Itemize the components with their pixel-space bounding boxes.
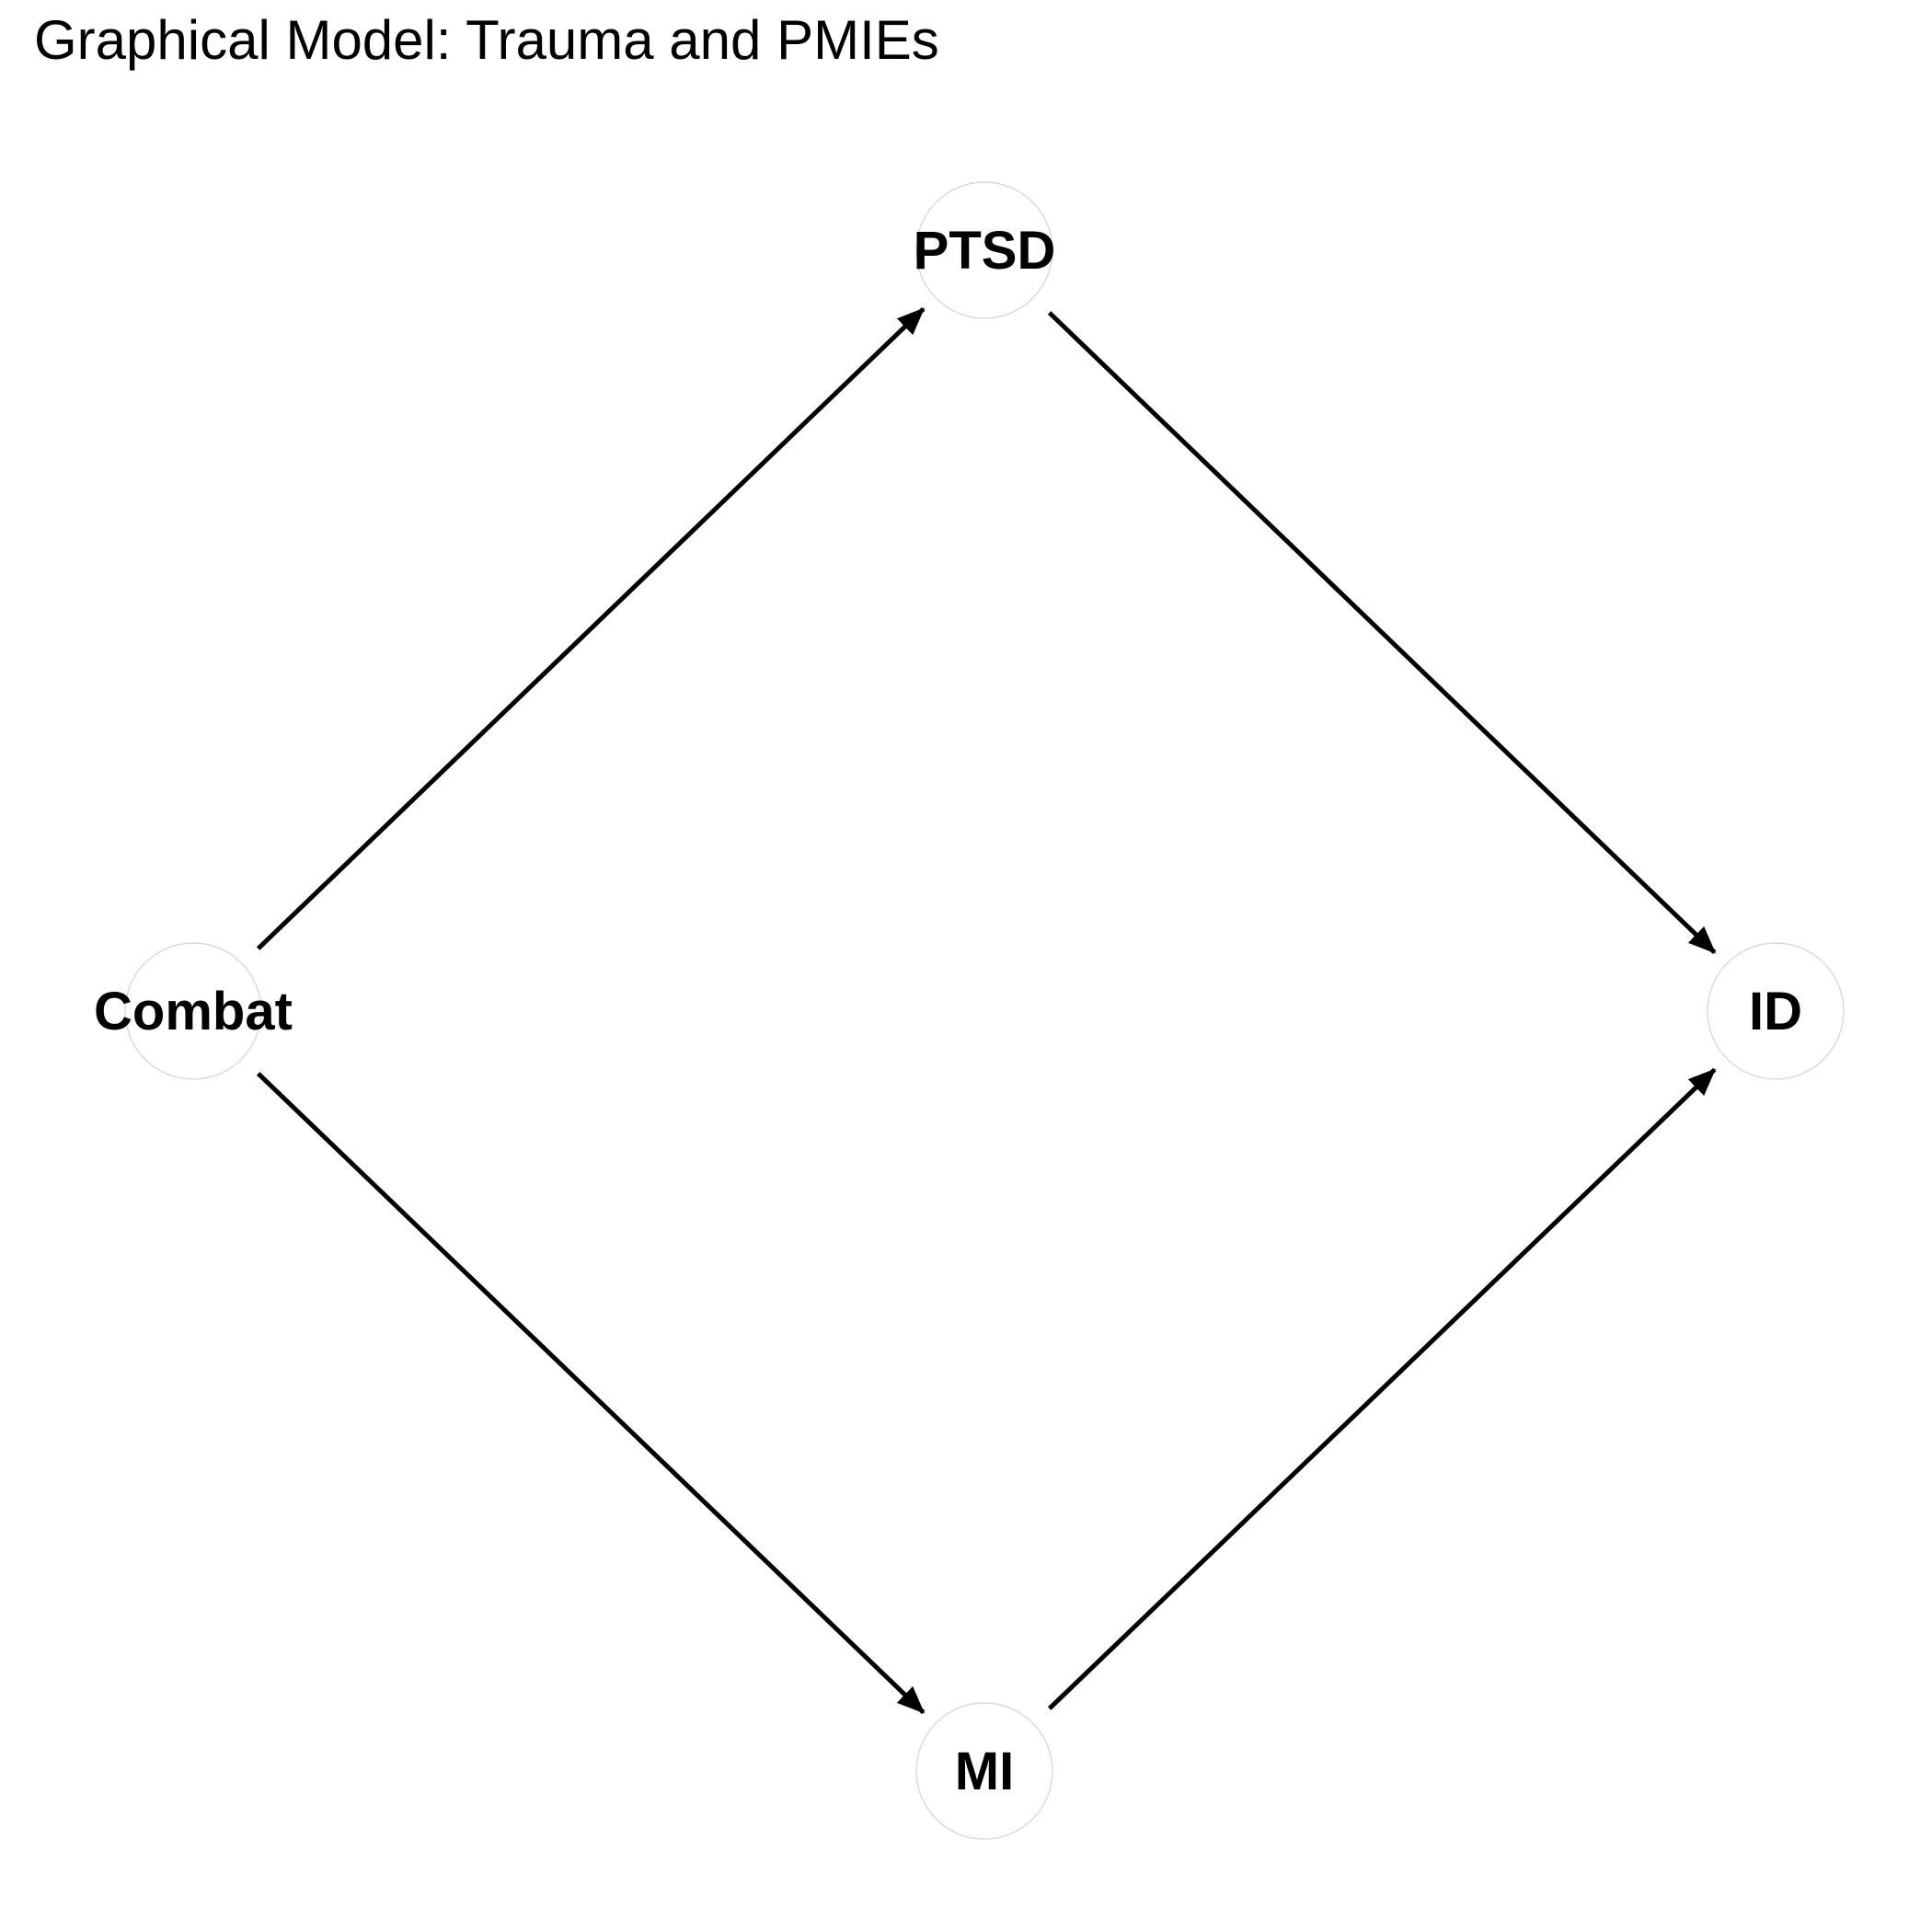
edge-combat-to-mi (256, 1072, 926, 1715)
node-label: ID (1749, 982, 1802, 1041)
node-label: Combat (94, 982, 293, 1041)
node-circle (124, 942, 262, 1080)
edge-ptsd-to-id (1047, 311, 1717, 955)
diagram-title: Graphical Model: Trauma and PMIEs (34, 9, 939, 71)
node-circle (915, 1702, 1053, 1840)
node-id: ID (1707, 942, 1845, 1080)
edge-layer (256, 306, 1717, 1715)
node-label: MI (955, 1742, 1014, 1801)
edge-mi-to-id (1047, 1067, 1717, 1710)
node-circle (1707, 942, 1845, 1080)
node-label: PTSD (914, 221, 1056, 281)
node-circle (915, 181, 1053, 319)
edge-combat-to-ptsd (256, 306, 926, 950)
node-mi: MI (915, 1702, 1053, 1840)
node-ptsd: PTSD (914, 181, 1056, 319)
node-layer: PTSD Combat ID MI (94, 181, 1845, 1840)
node-combat: Combat (94, 942, 293, 1080)
